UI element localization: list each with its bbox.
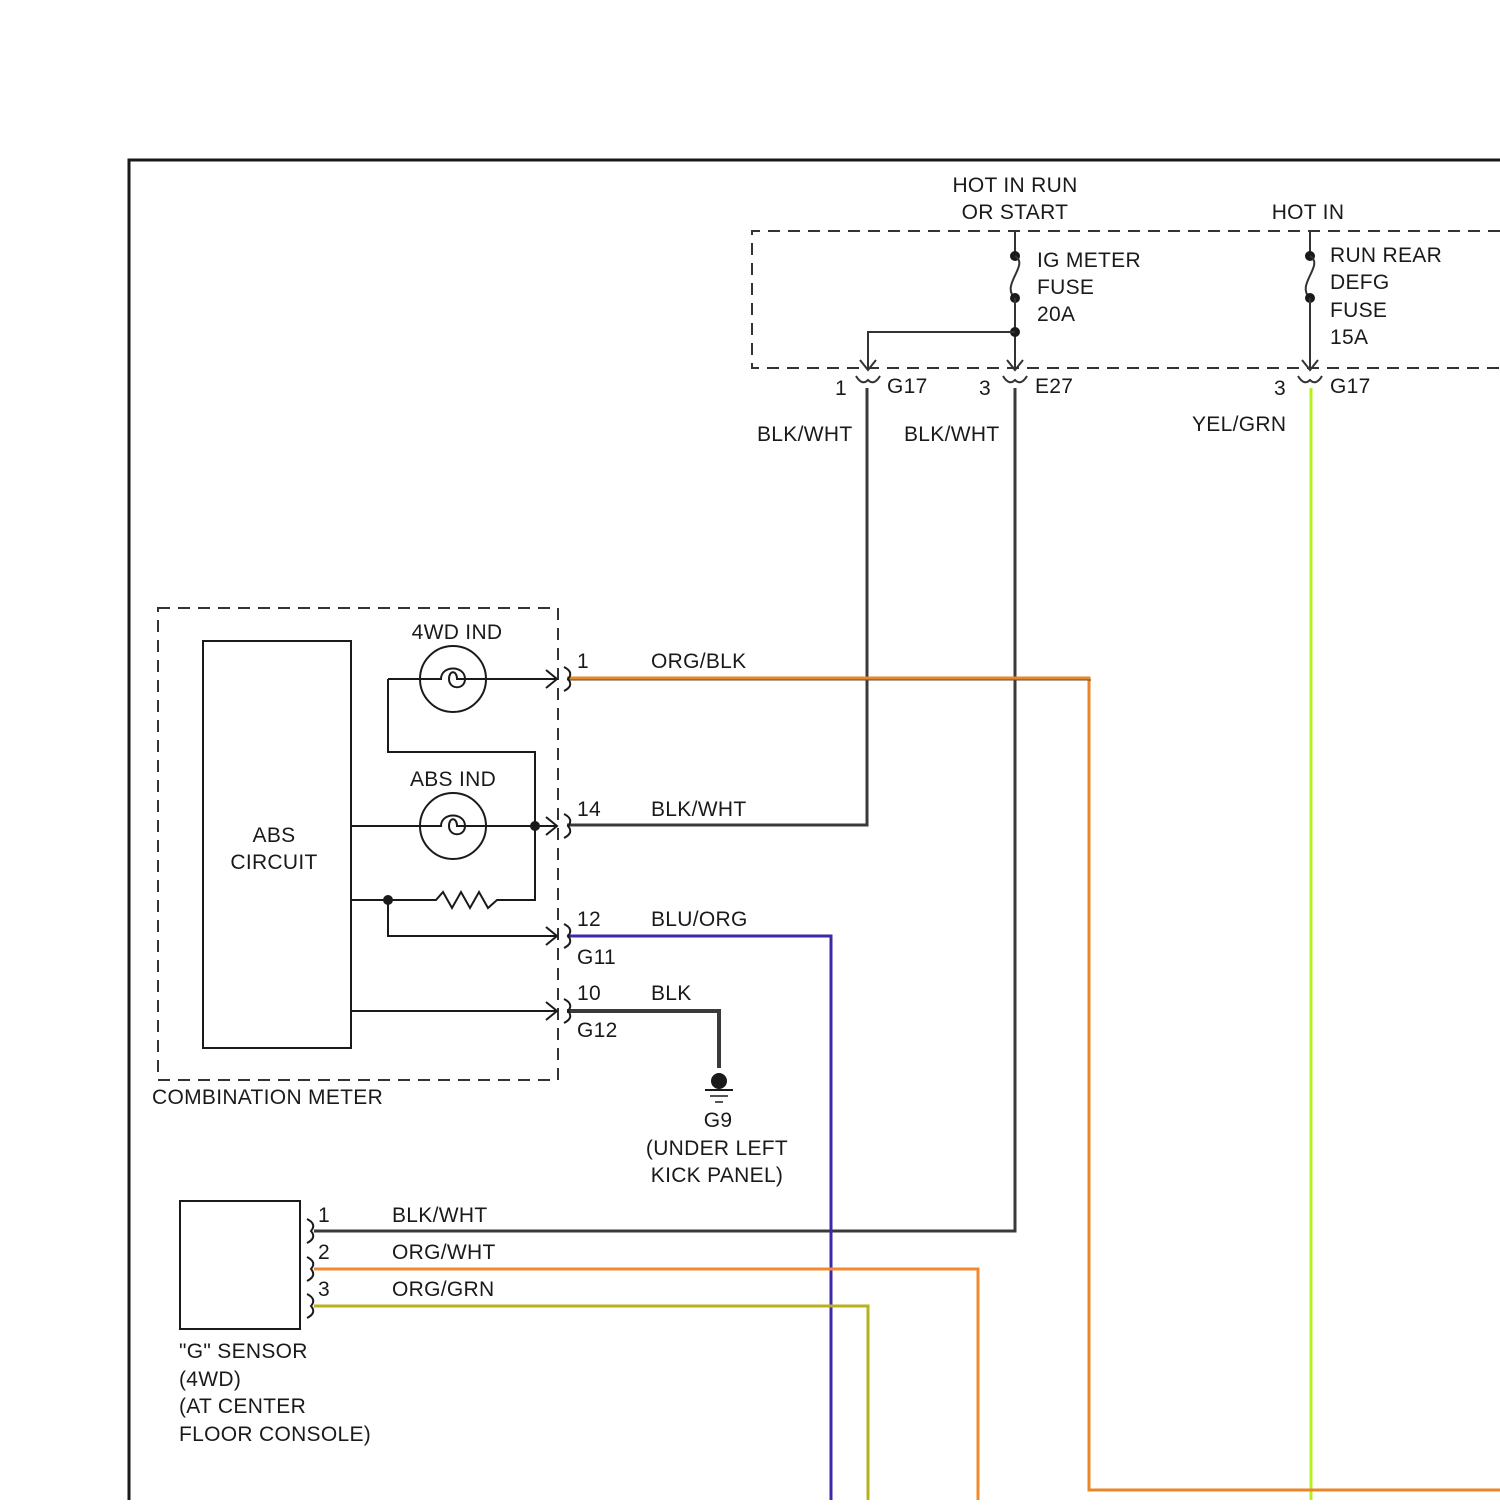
e27-wire-label: BLK/WHT [904,423,999,446]
sensor2-wire-label: ORG/WHT [392,1241,496,1264]
ground-icon [705,1073,733,1102]
defg-fuse-label-2: DEFG [1330,271,1390,294]
ind-abs-label: ABS IND [410,768,496,791]
sensor1-wire-label: BLK/WHT [392,1204,487,1227]
defg-fuse [1302,231,1318,370]
sensor-pin-3: 3 [318,1278,330,1301]
sensor-pin-2: 2 [318,1241,330,1264]
g12-label: G12 [577,1019,618,1042]
wire-org-wht [314,1269,978,1500]
pin1-wire-label: ORG/BLK [651,650,746,673]
g-sensor-label: "G" SENSOR [179,1340,308,1363]
ground-name: G9 [704,1109,733,1132]
sensor-pin-1: 1 [318,1204,330,1227]
ig-fuse-label-2: FUSE [1037,276,1094,299]
defg-fuse-rating: 15A [1330,326,1368,349]
abs-circuit-label: ABS [253,824,296,847]
hot-in-run-label-2: OR START [962,201,1069,224]
abs-circuit-label-2: CIRCUIT [230,851,317,874]
sensor-connector-brackets [307,1219,313,1318]
combination-meter-label: COMBINATION METER [152,1086,383,1109]
g-sensor-label-4: FLOOR CONSOLE) [179,1423,371,1446]
wire-org-grn [314,1306,868,1500]
g17-left-pin: 1 [835,377,847,400]
defg-wire-label: YEL/GRN [1192,413,1286,436]
pin12-wire-label: BLU/ORG [651,908,748,931]
meter-pin-12: 12 [577,908,601,931]
hot-in-label: HOT IN [1272,201,1345,224]
ig-fuse-label: IG METER [1037,249,1141,272]
e27-pin: 3 [979,377,991,400]
meter-pin-1: 1 [577,650,589,673]
defg-fuse-label: RUN REAR [1330,244,1442,267]
defg-fuse-label-3: FUSE [1330,299,1387,322]
hot-in-run-label: HOT IN RUN [952,174,1077,197]
g17-right-pin: 3 [1274,377,1286,400]
ground-location: (UNDER LEFT [646,1137,788,1160]
ind-4wd-label: 4WD IND [412,621,503,644]
e27-name: E27 [1035,375,1073,398]
sensor3-wire-label: ORG/GRN [392,1278,494,1301]
g17-wire-label: BLK/WHT [757,423,852,446]
ig-fuse-rating: 20A [1037,303,1075,326]
lamp-4wd-icon [420,646,486,712]
g-sensor-box [180,1201,300,1329]
meter-connector-brackets [564,667,570,1023]
g17-left-name: G17 [887,375,928,398]
lamp-abs-icon [420,793,486,859]
g11-label: G11 [577,946,616,969]
meter-pin-14: 14 [577,798,601,821]
ground-location-2: KICK PANEL) [651,1164,783,1187]
pin14-wire-label: BLK/WHT [651,798,746,821]
g17-right-name: G17 [1330,375,1371,398]
g-sensor-label-3: (AT CENTER [179,1395,306,1418]
ig-meter-fuse [860,231,1023,370]
wire-blk-wht-g17 [567,388,867,825]
g-sensor-label-2: (4WD) [179,1368,241,1391]
meter-pin-10: 10 [577,982,601,1005]
pin10-wire-label: BLK [651,982,692,1005]
